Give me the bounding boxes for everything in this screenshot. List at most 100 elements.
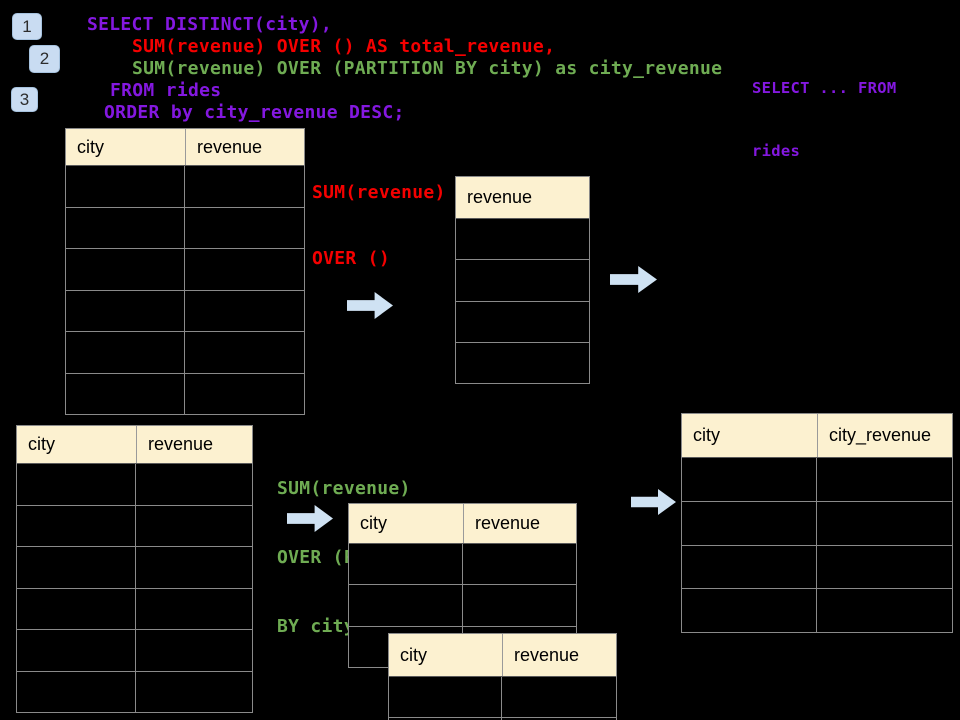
label-total-line-2: OVER () <box>312 248 390 269</box>
table-row <box>17 629 252 671</box>
label-partition-line-1: SUM(revenue) <box>277 478 411 499</box>
table-body <box>389 677 616 720</box>
table-cell <box>349 544 463 585</box>
table-cell <box>456 260 589 300</box>
step-badge-1: 1 <box>12 13 42 40</box>
table-cell <box>389 677 502 717</box>
table-cell <box>185 374 304 415</box>
table-cell <box>456 302 589 342</box>
table-cell <box>136 672 252 713</box>
sql-line-city-revenue: SUM(revenue) OVER (PARTITION BY city) as… <box>132 58 723 79</box>
table-city-revenue-result: city city_revenue <box>681 413 953 633</box>
table-cell <box>682 458 817 501</box>
table-row <box>456 300 589 342</box>
table-cell <box>817 546 952 589</box>
table-cell <box>185 291 304 332</box>
arrow-right-icon <box>610 266 657 293</box>
table-header-row: city revenue <box>17 426 252 464</box>
table-cell <box>349 585 463 626</box>
table-row <box>682 458 952 501</box>
table-row <box>456 341 589 383</box>
table-cell <box>66 249 185 290</box>
table-cell <box>66 332 185 373</box>
column-header-revenue: revenue <box>136 426 252 463</box>
sql-line-total-revenue: SUM(revenue) OVER () AS total_revenue, <box>132 36 556 57</box>
table-row <box>17 464 252 505</box>
table-cell <box>66 166 185 207</box>
table-header-row: city revenue <box>349 504 576 544</box>
column-header-city: city <box>360 513 387 533</box>
table-cell <box>463 585 576 625</box>
table-header-row: city city_revenue <box>682 414 952 458</box>
table-body <box>456 219 589 383</box>
table-cell <box>817 502 952 545</box>
column-header-city-revenue: city_revenue <box>817 414 952 457</box>
table-row <box>66 372 304 415</box>
table-row <box>66 166 304 207</box>
table-cell <box>66 207 185 248</box>
table-cell <box>682 589 817 632</box>
table-header-row: city revenue <box>66 129 304 166</box>
side-note-line-2: rides <box>752 142 801 160</box>
sql-line-order-by: ORDER by city_revenue DESC; <box>104 102 405 123</box>
table-rides-source-top: city revenue <box>65 128 305 415</box>
side-note-select-from-rides: SELECT ... FROM rides <box>752 36 896 204</box>
table-cell <box>66 373 185 414</box>
column-header-city: city <box>400 644 427 665</box>
table-row <box>389 717 616 720</box>
table-rides-source-bottom: city revenue <box>16 425 253 713</box>
table-cell <box>817 458 952 501</box>
table-row <box>682 588 952 632</box>
column-header-city: city <box>28 434 55 454</box>
table-row <box>682 544 952 589</box>
table-row <box>66 206 304 249</box>
table-cell <box>17 630 136 671</box>
table-header-row: revenue <box>456 177 589 219</box>
table-cell <box>17 464 136 505</box>
column-header-city: city <box>77 136 104 157</box>
table-cell <box>17 547 136 588</box>
table-row <box>17 504 252 547</box>
sql-line-from: FROM rides <box>110 80 222 101</box>
table-cell <box>682 501 817 545</box>
table-cell <box>389 718 502 720</box>
table-cell <box>17 588 136 629</box>
table-cell <box>136 630 252 671</box>
table-row <box>17 546 252 588</box>
table-cell <box>185 208 304 249</box>
table-row <box>66 289 304 332</box>
label-sum-over-total: SUM(revenue) OVER () <box>312 138 446 314</box>
table-row <box>66 248 304 290</box>
table-cell <box>682 545 817 589</box>
table-body <box>682 458 952 632</box>
table-cell <box>136 547 252 588</box>
table-cell <box>456 343 589 383</box>
table-cell <box>136 506 252 547</box>
table-cell <box>185 332 304 373</box>
table-row <box>389 677 616 717</box>
table-row <box>349 584 576 626</box>
table-row <box>17 670 252 713</box>
table-row <box>682 500 952 545</box>
table-row <box>17 587 252 630</box>
table-cell <box>66 290 185 331</box>
step-badge-3: 3 <box>11 87 38 112</box>
table-cell <box>136 464 252 505</box>
table-row <box>456 219 589 259</box>
table-cell <box>17 671 136 712</box>
table-cell <box>17 505 136 546</box>
table-row <box>349 544 576 585</box>
step-badge-2: 2 <box>29 45 60 73</box>
column-header-city: city <box>693 425 720 445</box>
table-cell <box>136 589 252 630</box>
table-partition-group-2: city revenue <box>388 633 617 720</box>
table-cell <box>456 219 589 259</box>
table-cell <box>817 589 952 632</box>
column-header-revenue: revenue <box>502 634 616 676</box>
table-body <box>17 464 252 712</box>
table-header-row: city revenue <box>389 634 616 677</box>
table-cell <box>502 677 616 717</box>
column-header-revenue: revenue <box>185 129 304 165</box>
side-note-line-1: SELECT ... FROM <box>752 79 897 97</box>
